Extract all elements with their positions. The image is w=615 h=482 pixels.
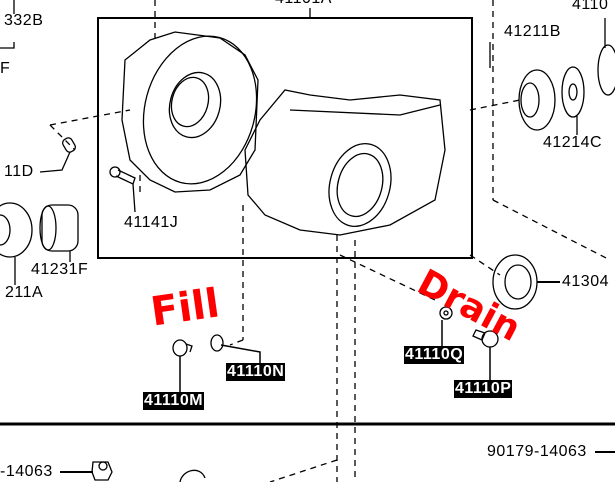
part-label-90179-14063[interactable]: 90179-14063 (487, 443, 587, 460)
part-label-211a[interactable]: 211A (5, 284, 44, 301)
part-label-332b[interactable]: 332B (4, 12, 44, 29)
part-label-14063[interactable]: -14063 (0, 463, 53, 480)
part-label-41110q[interactable]: 41110Q (404, 346, 465, 364)
part-label-11d[interactable]: 11D (4, 163, 34, 180)
part-label-41231f[interactable]: 41231F (31, 261, 89, 278)
part-label-4110[interactable]: 4110 (572, 0, 609, 13)
assembly-box (97, 17, 473, 259)
part-label-41304[interactable]: 41304 (562, 273, 609, 290)
part-label-41211b[interactable]: 41211B (504, 23, 561, 40)
part-label-f[interactable]: F (0, 60, 11, 77)
part-label-41110n[interactable]: 41110N (226, 363, 286, 381)
part-label-41214c[interactable]: 41214C (543, 134, 603, 151)
part-label-41141j[interactable]: 41141J (124, 214, 179, 231)
part-label-41110p[interactable]: 41110P (454, 380, 513, 398)
part-label-41101a[interactable]: 41101A (275, 0, 332, 8)
fill-annotation: Fill (148, 280, 223, 336)
part-label-41110m[interactable]: 41110M (143, 392, 205, 410)
